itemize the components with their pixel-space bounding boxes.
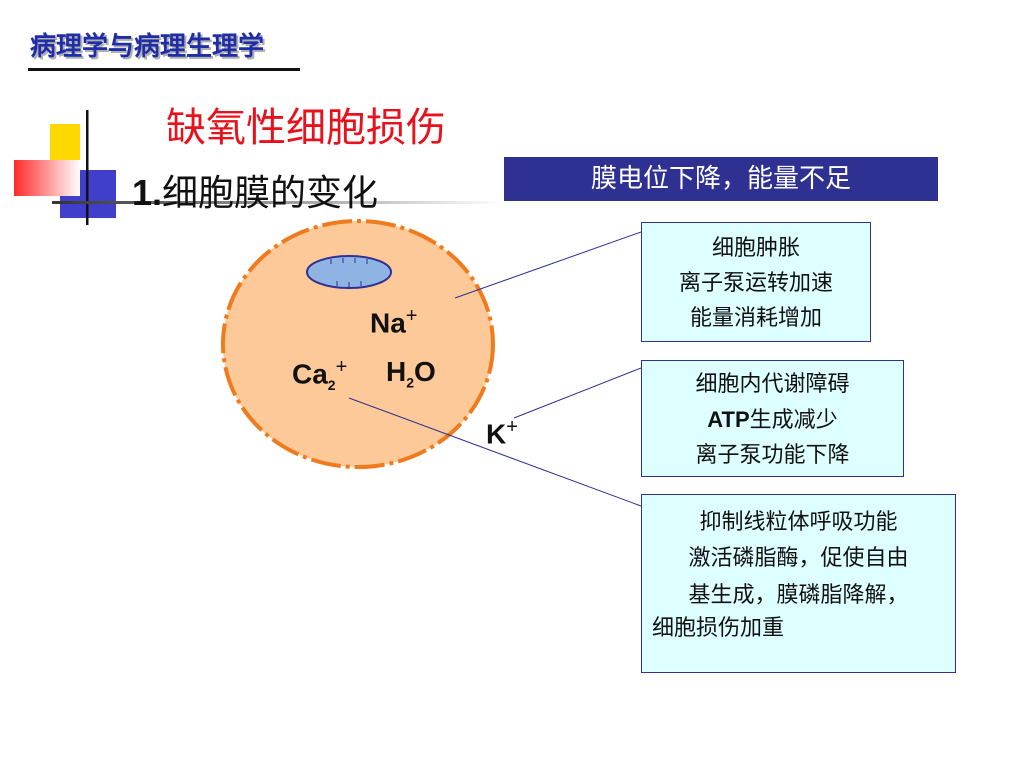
info-line: 细胞肿胀 bbox=[711, 236, 800, 261]
ion-na: Na+ bbox=[370, 305, 418, 339]
info-line: 基生成，膜磷脂降解， bbox=[688, 583, 909, 608]
atp-label: ATP bbox=[707, 407, 750, 432]
mitochondria-icon bbox=[306, 255, 392, 289]
ion-k: K+ bbox=[486, 416, 518, 450]
connector-line-3 bbox=[348, 397, 642, 507]
subtitle-number: 1. bbox=[132, 172, 163, 213]
slide-title: 缺氧性细胞损伤 bbox=[166, 105, 446, 151]
connector-line-1 bbox=[454, 231, 642, 299]
subtitle-text: 细胞膜的变化 bbox=[162, 173, 379, 214]
section-subtitle: 1.细胞膜的变化 bbox=[132, 164, 378, 216]
decor-vertical-line bbox=[86, 110, 89, 225]
info-line: 离子泵功能下降 bbox=[695, 443, 850, 468]
course-title-underline bbox=[28, 68, 300, 71]
cell-body bbox=[221, 219, 495, 469]
info-line: 抑制线粒体呼吸功能 bbox=[699, 510, 898, 535]
connector-line-2 bbox=[513, 367, 642, 419]
info-line: 细胞内代谢障碍 bbox=[695, 372, 850, 397]
course-title: 病理学与病理生理学 bbox=[30, 32, 265, 62]
info-box-mitochondria: 抑制线粒体呼吸功能 激活磷脂酶，促使自由 基生成，膜磷脂降解， 细胞损伤加重 bbox=[641, 494, 956, 673]
banner: 膜电位下降，能量不足 bbox=[504, 157, 938, 201]
info-line: 离子泵运转加速 bbox=[678, 271, 833, 296]
info-box-metabolism: 细胞内代谢障碍 ATP生成减少 离子泵功能下降 bbox=[641, 360, 904, 477]
decor-red-block bbox=[14, 160, 80, 196]
info-box-swelling: 细胞肿胀 离子泵运转加速 能量消耗增加 bbox=[641, 222, 871, 342]
info-line: ATP生成减少 bbox=[707, 407, 838, 433]
molecule-h2o: H2O bbox=[386, 356, 436, 391]
info-line: 能量消耗增加 bbox=[689, 306, 822, 331]
info-line: 细胞损伤加重 bbox=[652, 616, 785, 641]
info-line: 激活磷脂酶，促使自由 bbox=[688, 546, 909, 571]
subtitle-rule bbox=[52, 201, 504, 204]
ion-ca: Ca2+ bbox=[292, 356, 348, 393]
